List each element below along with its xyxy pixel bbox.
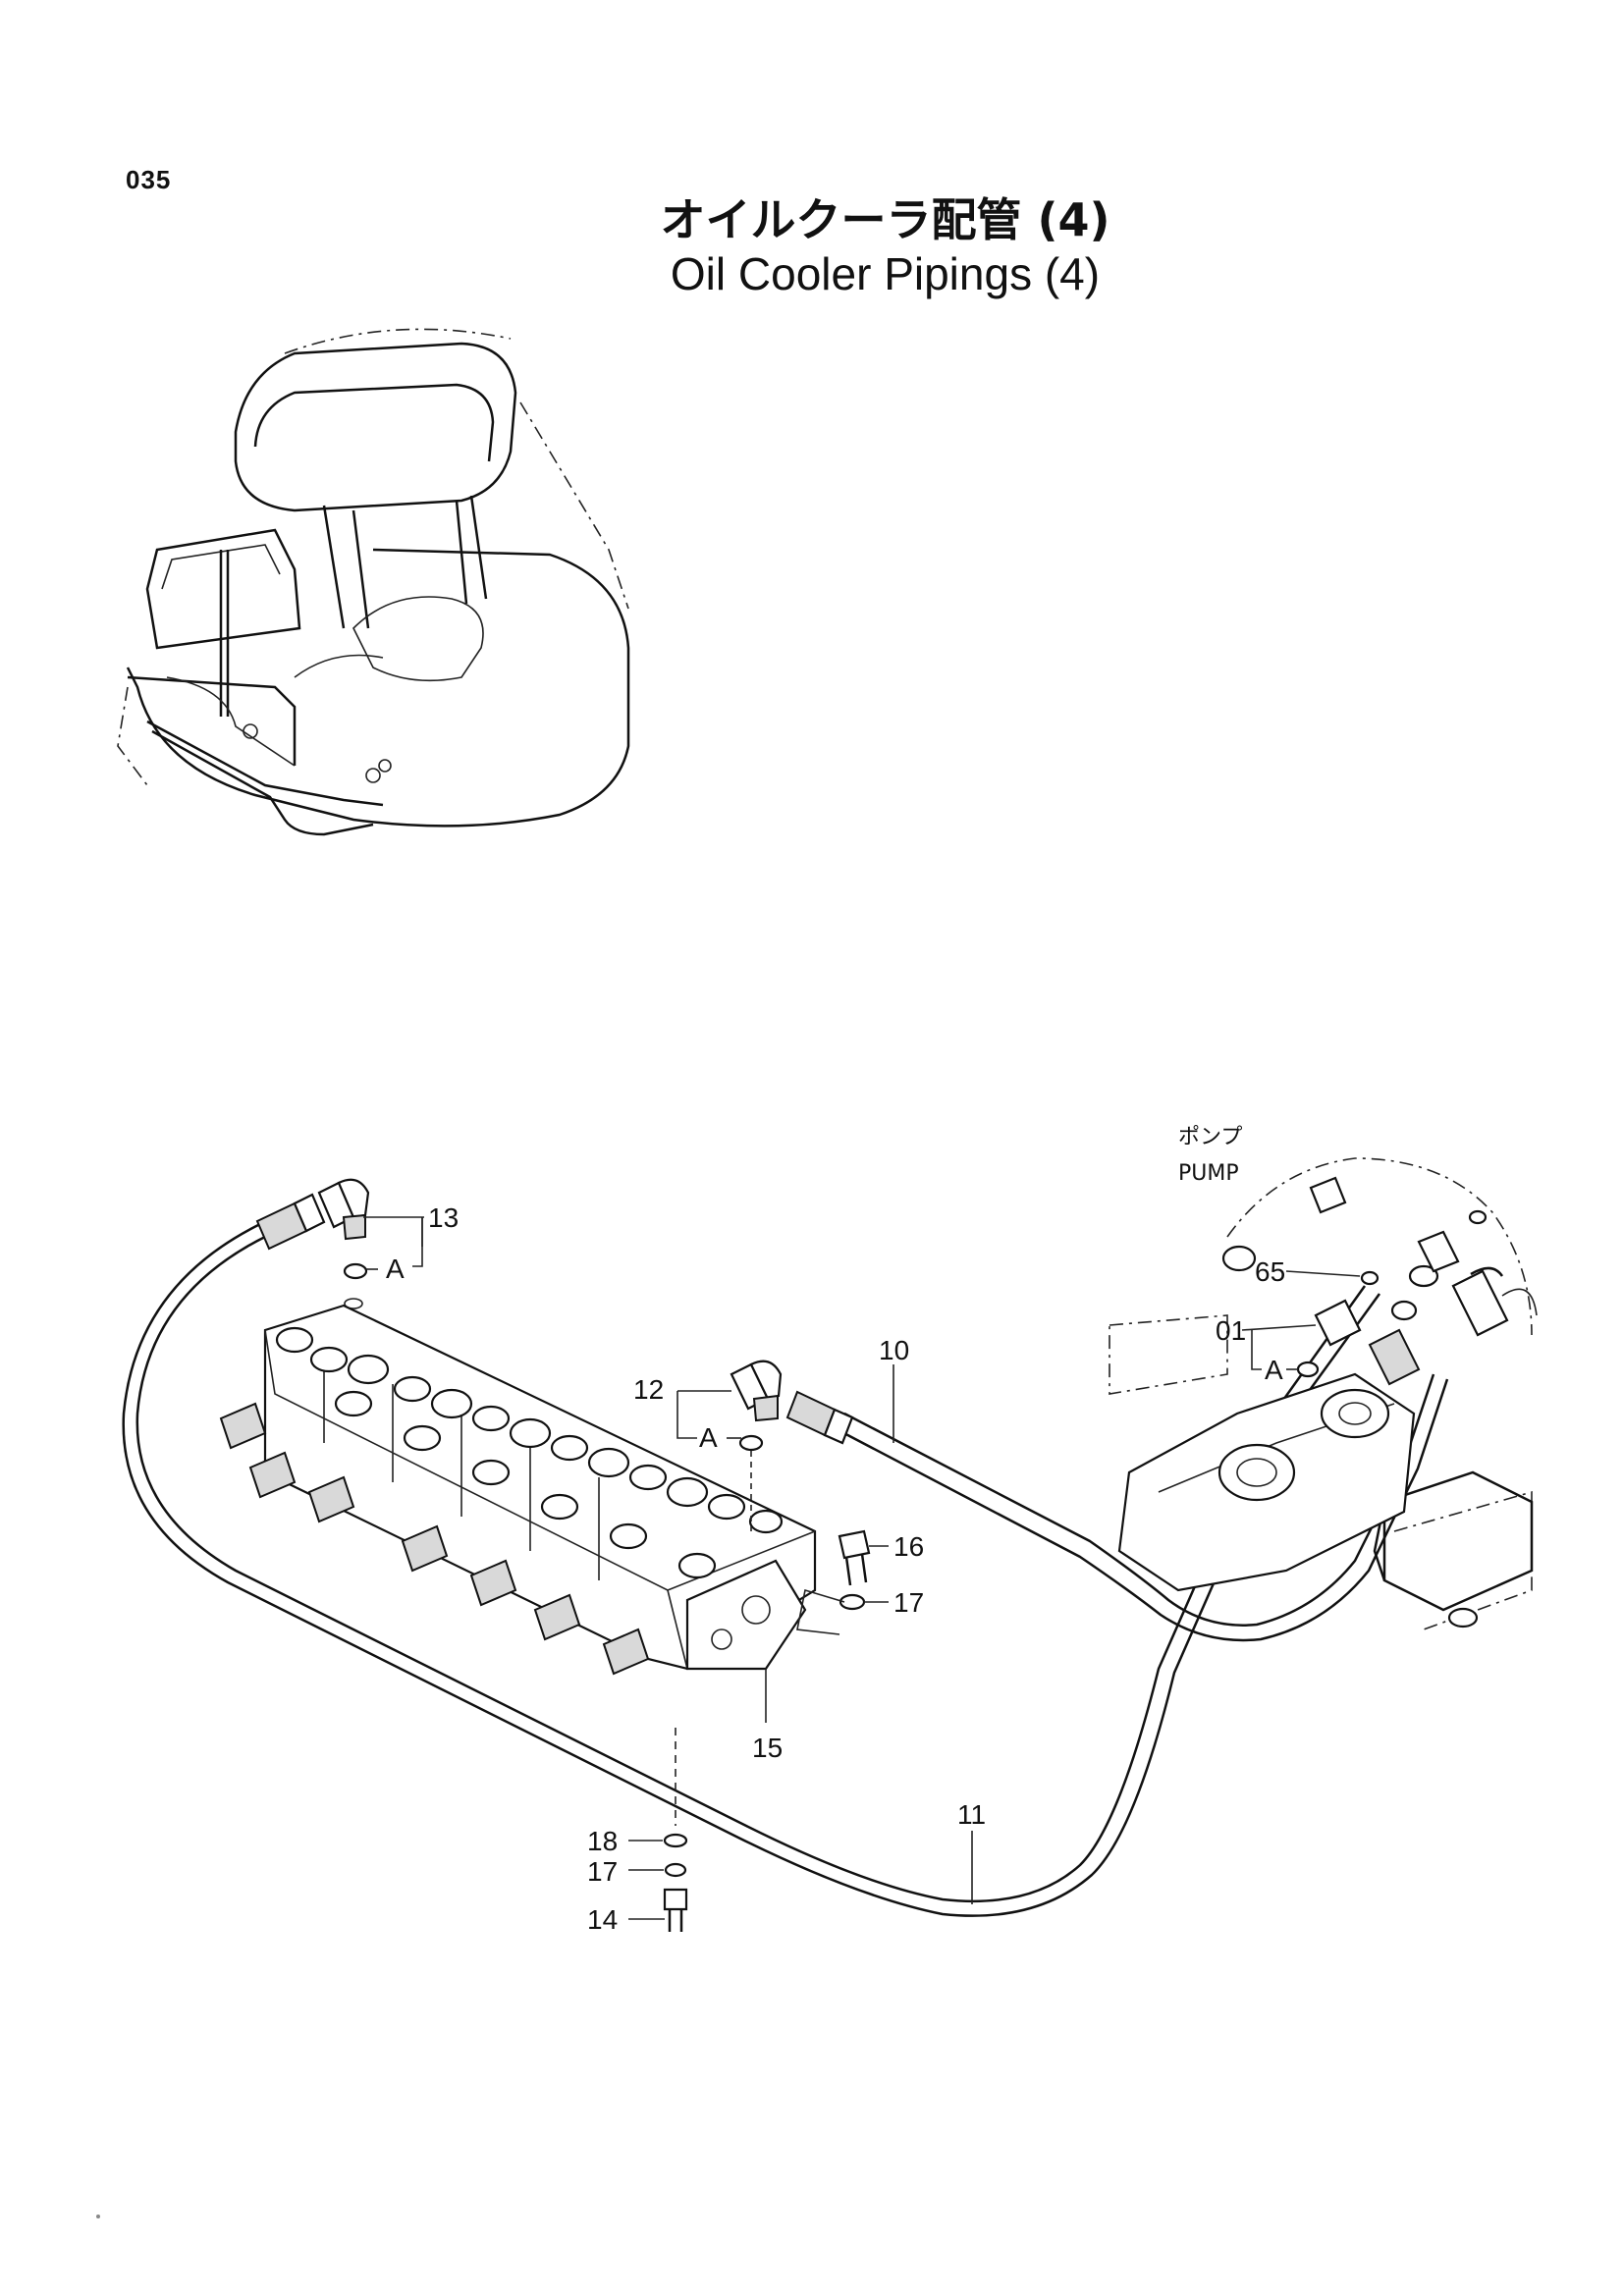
callout-12: 12 xyxy=(633,1374,664,1405)
machine-overview-illustration xyxy=(117,328,630,836)
callout-14: 15 xyxy=(752,1733,783,1763)
callout-15: 14 xyxy=(587,1904,618,1935)
hose-11 xyxy=(122,1193,1381,1917)
callout-01: 01 xyxy=(1216,1315,1246,1346)
callout-11: 11 xyxy=(957,1799,986,1830)
callout-17-lower: 17 xyxy=(587,1856,618,1887)
page-number: 035 xyxy=(126,165,172,194)
valve-spools xyxy=(275,1326,784,1579)
callout-16: 16 xyxy=(893,1531,924,1562)
washer-17-upper xyxy=(796,1588,866,1635)
hose-10 xyxy=(785,1373,1449,1642)
pump-assembly xyxy=(1109,1157,1538,1630)
detail-a-13: A xyxy=(386,1254,405,1284)
detail-a-01: A xyxy=(1265,1355,1283,1385)
bolt-16 xyxy=(838,1529,871,1586)
pump-label-japanese: ポンプ xyxy=(1178,1125,1242,1149)
scan-mark xyxy=(96,2215,100,2218)
fitting-13 xyxy=(317,1178,370,1309)
callout-18: 18 xyxy=(587,1826,618,1856)
callout-10: 10 xyxy=(879,1335,909,1365)
title-english: Oil Cooler Pipings (4) xyxy=(670,248,1101,299)
title-japanese: オイルクーラ配管 (4) xyxy=(660,193,1110,246)
callout-65: 65 xyxy=(1255,1256,1285,1287)
callout-labels: 13 A 12 A 10 16 17 15 11 18 17 14 65 01 … xyxy=(386,1125,1285,1935)
pump-label-english: PUMP xyxy=(1178,1161,1239,1186)
control-valve-14 xyxy=(219,1304,817,1676)
lower-bolt-stack xyxy=(663,1728,688,1932)
valve-spool-ends xyxy=(219,1402,650,1676)
callout-17-upper: 17 xyxy=(893,1587,924,1618)
detail-a-12: A xyxy=(699,1422,718,1453)
leader-lines xyxy=(363,1216,1361,1920)
callout-13: 13 xyxy=(428,1202,459,1233)
pump-hose-fittings xyxy=(1368,1266,1509,1386)
fitting-12 xyxy=(730,1360,783,1531)
